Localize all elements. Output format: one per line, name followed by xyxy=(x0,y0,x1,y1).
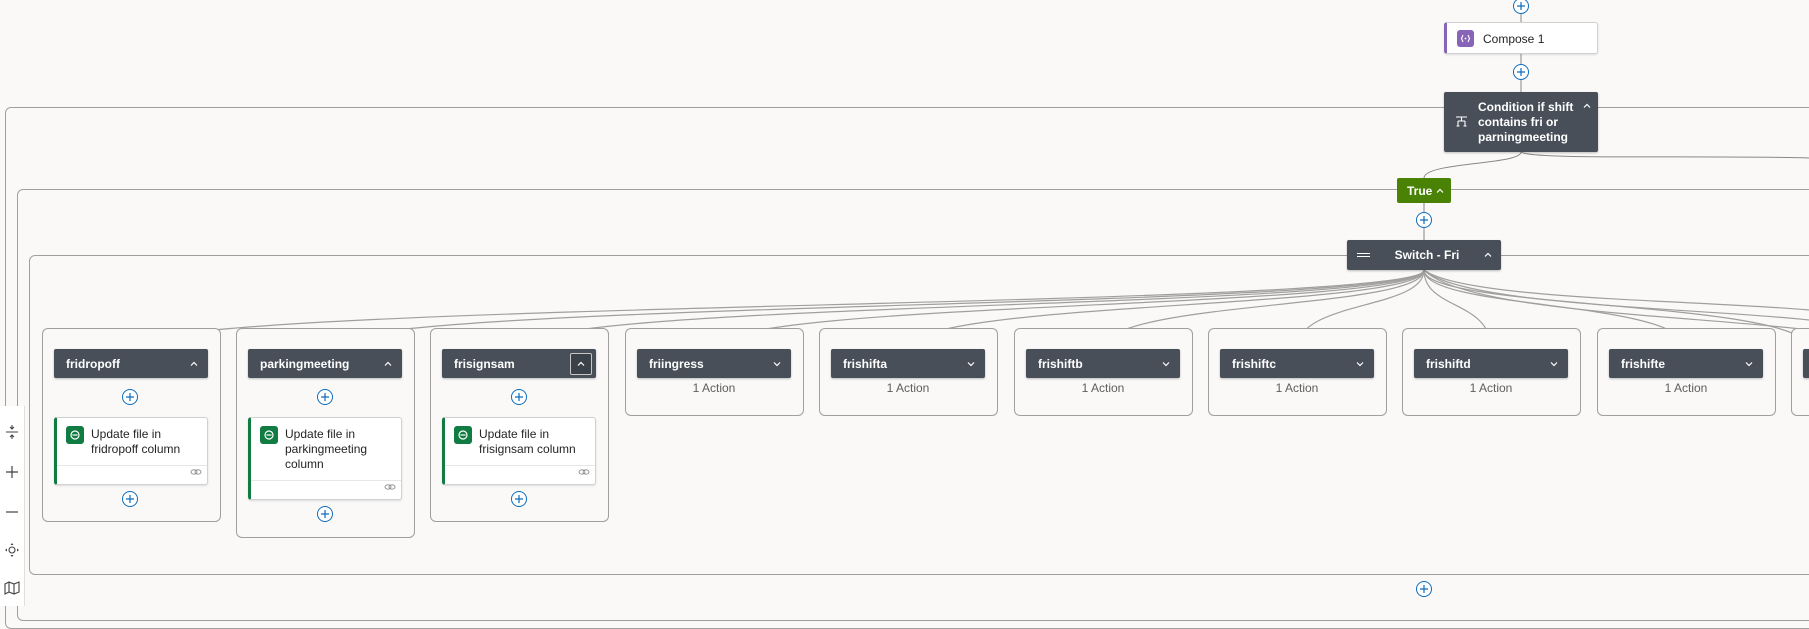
action-title: Update file in frisignsam column xyxy=(479,427,576,456)
true-branch-label[interactable]: True xyxy=(1397,178,1451,203)
insert-step-button[interactable] xyxy=(317,389,333,405)
condition-title: Condition if shift contains fri or parni… xyxy=(1478,100,1574,144)
compose-title: Compose 1 xyxy=(1483,32,1545,46)
insert-step-button-after-switch[interactable] xyxy=(1416,581,1432,597)
case-header-frishifte[interactable]: frishifte xyxy=(1609,349,1763,378)
action-footer xyxy=(445,465,595,484)
link-icon xyxy=(384,479,396,497)
link-icon xyxy=(578,464,590,482)
case-header-partial[interactable] xyxy=(1803,349,1809,378)
insert-step-button-top[interactable] xyxy=(1513,0,1529,14)
case-label: frisignsam xyxy=(454,356,515,371)
case-header-frishifta[interactable]: frishifta xyxy=(831,349,985,378)
case-label: friingress xyxy=(649,356,704,371)
chevron-up-icon[interactable] xyxy=(570,352,592,375)
chevron-up-icon[interactable] xyxy=(1435,186,1445,196)
insert-step-button[interactable] xyxy=(511,389,527,405)
case-header-frishiftd[interactable]: frishiftd xyxy=(1414,349,1568,378)
case-label: frishifte xyxy=(1621,356,1666,371)
action-title: Update file in fridropoff column xyxy=(91,427,181,456)
condition-node[interactable]: Condition if shift contains fri or parni… xyxy=(1444,92,1598,152)
action-card-update-file[interactable]: Update file in fridropoff column xyxy=(54,417,208,485)
case-action-count: 1 Action xyxy=(1275,381,1319,395)
excel-icon xyxy=(66,426,84,444)
chevron-up-icon[interactable] xyxy=(184,354,204,374)
case-label: frishifta xyxy=(843,356,888,371)
excel-icon xyxy=(454,426,472,444)
fit-to-screen-icon[interactable] xyxy=(0,414,24,450)
compose-icon xyxy=(1457,30,1474,47)
case-header-friingress[interactable]: friingress xyxy=(637,349,791,378)
chevron-up-icon[interactable] xyxy=(1483,250,1493,260)
case-header-fridropoff[interactable]: fridropoff xyxy=(54,349,208,378)
action-card-update-file[interactable]: Update file in frisignsam column xyxy=(442,417,596,485)
chevron-up-icon[interactable] xyxy=(1582,98,1592,116)
case-action-count: 1 Action xyxy=(1664,381,1708,395)
chevron-down-icon[interactable] xyxy=(961,354,981,374)
center-view-icon[interactable] xyxy=(0,532,24,568)
switch-title: Switch - Fri xyxy=(1394,248,1460,262)
case-action-count: 1 Action xyxy=(1469,381,1513,395)
chevron-down-icon[interactable] xyxy=(1544,354,1564,374)
excel-icon xyxy=(260,426,278,444)
switch-node[interactable]: Switch - Fri xyxy=(1347,240,1501,270)
action-card-update-file[interactable]: Update file in parkingmeeting column xyxy=(248,417,402,500)
insert-step-button-after-compose[interactable] xyxy=(1513,64,1529,80)
switch-icon xyxy=(1357,251,1371,259)
case-action-count: 1 Action xyxy=(692,381,736,395)
zoom-out-icon[interactable] xyxy=(0,494,24,530)
condition-icon xyxy=(1455,115,1468,133)
insert-step-button[interactable] xyxy=(511,491,527,507)
action-title: Update file in parkingmeeting column xyxy=(285,427,368,471)
case-header-frisignsam[interactable]: frisignsam xyxy=(442,349,596,378)
case-label: frishiftd xyxy=(1426,356,1471,371)
minimap-icon[interactable] xyxy=(0,570,24,606)
case-header-frishiftb[interactable]: frishiftb xyxy=(1026,349,1180,378)
case-label: fridropoff xyxy=(66,356,120,371)
switch-scope-frame xyxy=(29,255,1809,575)
link-icon xyxy=(190,464,202,482)
insert-step-button[interactable] xyxy=(122,389,138,405)
canvas-toolbar xyxy=(0,406,25,606)
case-action-count: 1 Action xyxy=(1081,381,1125,395)
insert-step-button[interactable] xyxy=(317,506,333,522)
chevron-down-icon[interactable] xyxy=(767,354,787,374)
case-action-count: 1 Action xyxy=(886,381,930,395)
case-label: frishiftb xyxy=(1038,356,1083,371)
chevron-down-icon[interactable] xyxy=(1156,354,1176,374)
zoom-in-icon[interactable] xyxy=(0,454,24,490)
insert-step-button-true-branch[interactable] xyxy=(1416,212,1432,228)
insert-step-button[interactable] xyxy=(122,491,138,507)
case-header-frishiftc[interactable]: frishiftc xyxy=(1220,349,1374,378)
chevron-down-icon[interactable] xyxy=(1739,354,1759,374)
chevron-down-icon[interactable] xyxy=(1350,354,1370,374)
case-label: parkingmeeting xyxy=(260,356,350,371)
action-footer xyxy=(57,465,207,484)
case-label: frishiftc xyxy=(1232,356,1277,371)
chevron-up-icon[interactable] xyxy=(378,354,398,374)
case-header-parkingmeeting[interactable]: parkingmeeting xyxy=(248,349,402,378)
compose-action-card[interactable]: Compose 1 xyxy=(1444,22,1598,54)
action-footer xyxy=(251,480,401,499)
true-branch-text: True xyxy=(1407,183,1433,198)
